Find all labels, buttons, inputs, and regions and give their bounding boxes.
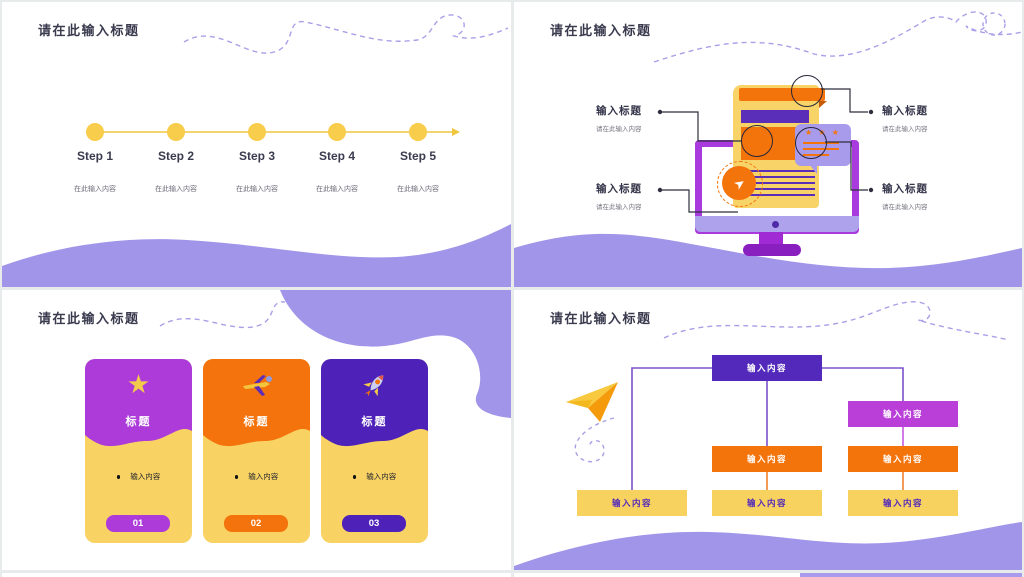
callout-title: 输入标题: [596, 105, 642, 117]
monitor-power-dot: [772, 221, 779, 228]
card-number-badge: 02: [224, 515, 288, 532]
cursor-dashed-ring: [717, 161, 763, 207]
slide-2-monitor-callouts[interactable]: 请在此输入标题 ★ ★ ★ ➤: [514, 2, 1022, 287]
callout-title: 输入标题: [596, 183, 642, 195]
callout-title: 输入标题: [882, 183, 928, 195]
callout-circle: [791, 75, 823, 107]
org-chart-connectors: [631, 367, 904, 490]
step-label: Step 3: [238, 149, 275, 163]
callout-description: 请在此输入内容: [882, 204, 928, 211]
page-title: 请在此输入标题: [38, 23, 140, 38]
rocket-icon: [321, 367, 428, 405]
org-node-leaf-left: 输入内容: [577, 490, 687, 516]
card-top-shape: [203, 359, 310, 447]
step-description: 在此输入内容: [155, 186, 197, 193]
step-label: Step 1: [76, 149, 113, 163]
cursor-arrow-icon: ➤: [730, 173, 748, 193]
timeline-dot: [328, 123, 346, 141]
org-node-leaf-right: 输入内容: [848, 490, 958, 516]
wave-decoration: [514, 522, 1022, 570]
bullet-dot: [116, 475, 121, 479]
card-bullet-item: 输入内容: [321, 471, 428, 482]
bullet-dot: [234, 475, 239, 479]
org-node-mid-right: 输入内容: [848, 446, 958, 472]
slide-3-cards[interactable]: 请在此输入标题 ★ 标题 输入内容 01: [2, 290, 511, 570]
card-bullet-item: 输入内容: [203, 471, 310, 482]
page-title: 请在此输入标题: [550, 23, 652, 38]
card-top-shape: [321, 359, 428, 447]
callout-circle: [741, 125, 773, 157]
timeline-line: [95, 128, 460, 136]
step-label: Step 2: [157, 149, 194, 163]
timeline-dot: [409, 123, 427, 141]
card-number-badge: 03: [342, 515, 406, 532]
org-node-leaf-center: 输入内容: [712, 490, 822, 516]
card-title: 标题: [243, 416, 270, 428]
feature-card-3[interactable]: 标题 输入内容 03: [321, 359, 428, 543]
document-fold: [819, 101, 827, 108]
cursor-badge: ➤: [722, 166, 756, 200]
slide-1-timeline[interactable]: 请在此输入标题 Step 1 Step 2 Step 3 Step 4 Step…: [2, 2, 511, 287]
bullet-dot: [352, 475, 357, 479]
next-row-slide-edge: [2, 573, 511, 577]
step-label: Step 5: [399, 149, 436, 163]
callout-description: 请在此输入内容: [596, 126, 642, 133]
org-node-branch: 输入内容: [848, 401, 958, 427]
wave-decoration: [2, 224, 511, 287]
timeline-dot: [167, 123, 185, 141]
card-number-badge: 01: [106, 515, 170, 532]
callout-description: 请在此输入内容: [882, 126, 928, 133]
next-row-wave-edge: [800, 573, 1022, 577]
slide-4-org-chart[interactable]: 请在此输入标题 输入内容 输入内容 输入内容 输入内容 输入内容 输入内容 输入…: [514, 290, 1022, 570]
callout-circle: [795, 127, 827, 159]
page-title: 请在此输入标题: [550, 311, 652, 326]
timeline-dot: [248, 123, 266, 141]
step-description: 在此输入内容: [316, 186, 358, 193]
page-title: 请在此输入标题: [38, 311, 140, 326]
step-description: 在此输入内容: [236, 186, 278, 193]
dashed-squiggle-decoration: [183, 14, 509, 54]
plane-icon: [203, 367, 310, 404]
feature-card-2[interactable]: 标题 输入内容 02: [203, 359, 310, 543]
timeline-dot: [86, 123, 104, 141]
step-description: 在此输入内容: [397, 186, 439, 193]
step-label: Step 4: [318, 149, 355, 163]
card-title: 标题: [125, 416, 152, 428]
card-title: 标题: [361, 416, 388, 428]
card-top-shape: [85, 359, 192, 447]
card-bullet-item: 输入内容: [85, 471, 192, 482]
document-title-bar: [741, 110, 809, 123]
paper-plane-icon: [566, 382, 618, 422]
star-icon: ★: [126, 369, 151, 399]
org-node-mid-center: 输入内容: [712, 446, 822, 472]
feature-card-1[interactable]: ★ 标题 输入内容 01: [85, 359, 192, 543]
step-description: 在此输入内容: [74, 186, 116, 193]
dashed-squiggle-decoration: [574, 301, 1010, 463]
monitor-stand-base: [743, 244, 801, 256]
next-row-slide-edge: [514, 573, 1022, 577]
org-node-root: 输入内容: [712, 355, 822, 381]
speech-bubble-tail: [809, 164, 817, 174]
monitor-stand: [759, 232, 783, 246]
callout-description: 请在此输入内容: [596, 204, 642, 211]
callout-title: 输入标题: [882, 105, 928, 117]
